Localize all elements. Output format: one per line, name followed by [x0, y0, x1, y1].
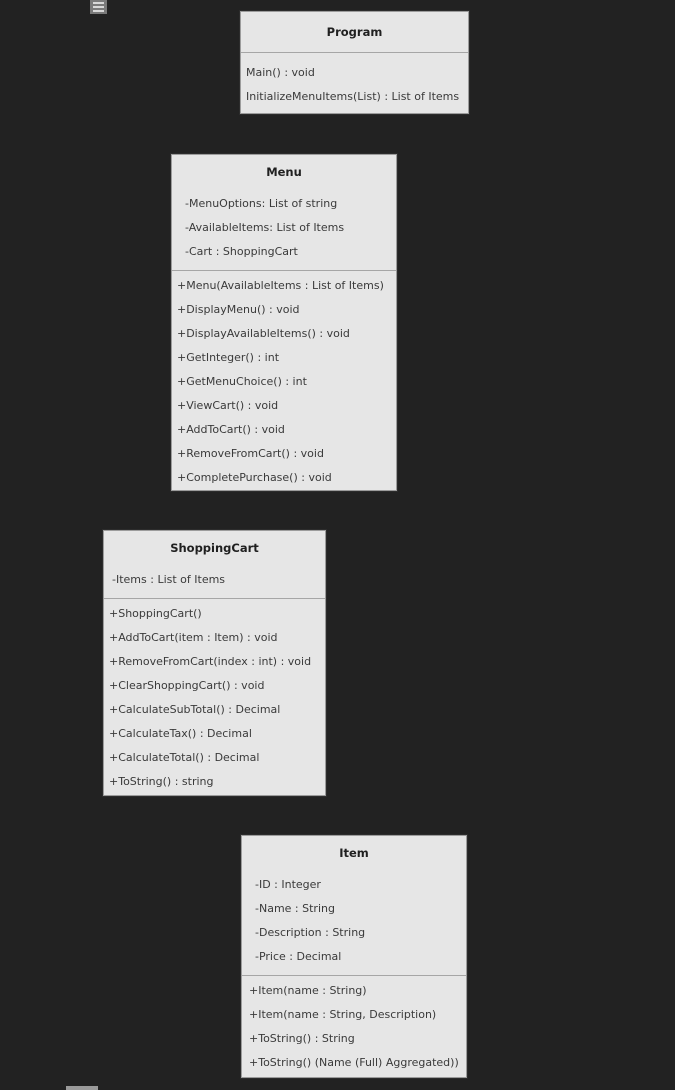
- operation: +ShoppingCart(): [109, 607, 202, 620]
- attributes-section: -MenuOptions: List of string -AvailableI…: [172, 189, 396, 270]
- attribute: -MenuOptions: List of string: [185, 197, 338, 210]
- operations-section: Main() : void InitializeMenuItems(List) …: [241, 52, 468, 109]
- operation: +ClearShoppingCart() : void: [109, 679, 265, 692]
- attributes-section: -Items : List of Items: [104, 565, 325, 598]
- class-program[interactable]: Program Main() : void InitializeMenuItem…: [240, 11, 469, 114]
- operation: +ToString() (Name (Full) Aggregated)): [249, 1056, 459, 1069]
- operation: +ToString() : string: [109, 775, 214, 788]
- class-name: ShoppingCart: [170, 541, 259, 555]
- operation: +Item(name : String, Description): [249, 1008, 437, 1021]
- class-name: Menu: [266, 165, 302, 179]
- class-menu[interactable]: Menu -MenuOptions: List of string -Avail…: [171, 154, 397, 491]
- operation: Main() : void: [246, 66, 315, 79]
- operation: +Menu(AvailableItems : List of Items): [177, 279, 384, 292]
- operation: InitializeMenuItems(List) : List of Item…: [246, 90, 460, 103]
- attribute: -Price : Decimal: [255, 950, 342, 963]
- operations-section: +Item(name : String) +Item(name : String…: [242, 975, 466, 1075]
- operation: +CompletePurchase() : void: [177, 471, 332, 484]
- operation: +AddToCart() : void: [177, 423, 285, 436]
- operations-section: +Menu(AvailableItems : List of Items) +D…: [172, 270, 396, 490]
- attribute: -Items : List of Items: [112, 573, 226, 586]
- operation: +GetMenuChoice() : int: [177, 375, 307, 388]
- operations-section: +ShoppingCart() +AddToCart(item : Item) …: [104, 598, 325, 794]
- operation: +RemoveFromCart() : void: [177, 447, 324, 460]
- operation: +RemoveFromCart(index : int) : void: [109, 655, 312, 668]
- attribute: -ID : Integer: [255, 878, 321, 891]
- operation: +ToString() : String: [249, 1032, 355, 1045]
- operation: +AddToCart(item : Item) : void: [109, 631, 278, 644]
- operation: +Item(name : String): [249, 984, 367, 997]
- class-shopping-cart[interactable]: ShoppingCart -Items : List of Items +Sho…: [103, 530, 326, 796]
- scroll-indicator: [66, 1086, 98, 1090]
- operation: +CalculateTotal() : Decimal: [109, 751, 260, 764]
- attribute: -Description : String: [255, 926, 366, 939]
- class-name: Item: [339, 846, 369, 860]
- class-name: Program: [326, 25, 383, 39]
- operation: +GetInteger() : int: [177, 351, 280, 364]
- class-item[interactable]: Item -ID : Integer -Name : String -Descr…: [241, 835, 467, 1078]
- attribute: -AvailableItems: List of Items: [185, 221, 345, 234]
- attributes-section: -ID : Integer -Name : String -Descriptio…: [242, 870, 466, 975]
- document-icon: [90, 0, 107, 14]
- attribute: -Cart : ShoppingCart: [185, 245, 298, 258]
- operation: +DisplayMenu() : void: [177, 303, 300, 316]
- operation: +ViewCart() : void: [177, 399, 279, 412]
- attribute: -Name : String: [255, 902, 335, 915]
- operation: +DisplayAvailableItems() : void: [177, 327, 350, 340]
- operation: +CalculateTax() : Decimal: [109, 727, 252, 740]
- operation: +CalculateSubTotal() : Decimal: [109, 703, 281, 716]
